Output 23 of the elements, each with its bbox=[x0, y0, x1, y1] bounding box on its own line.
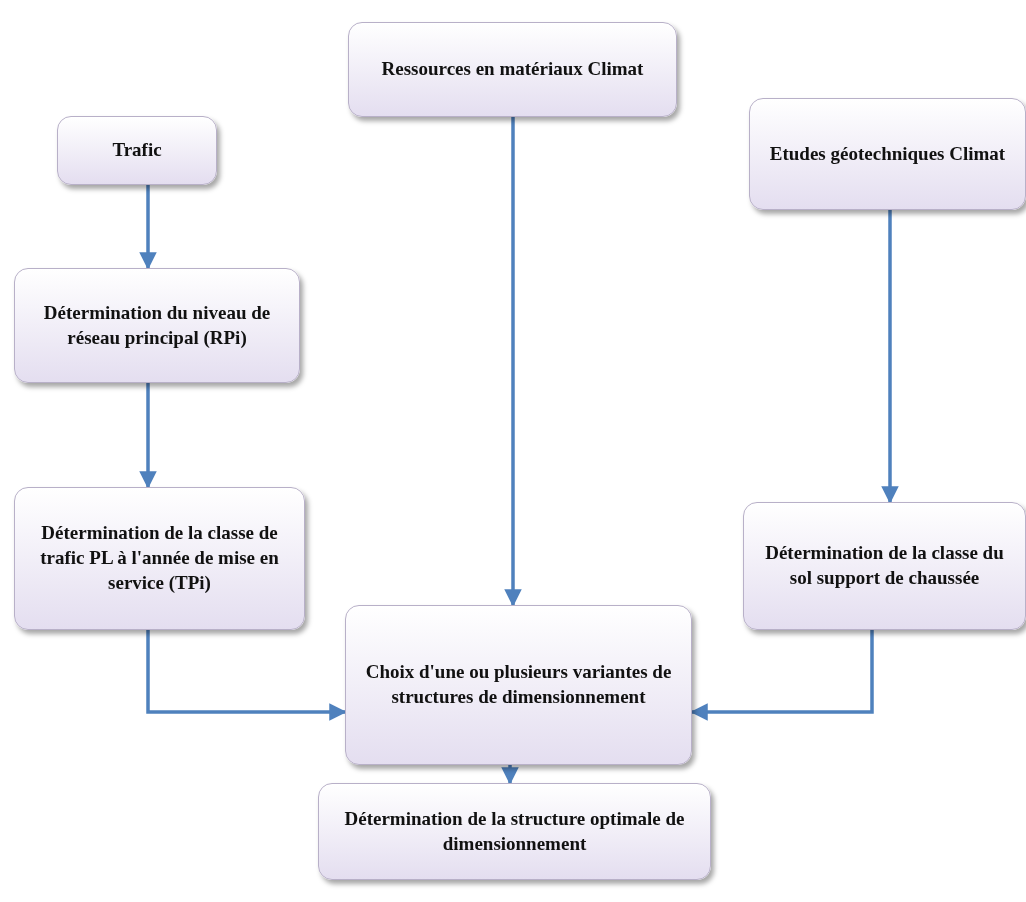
box-label: Détermination de la structure optimale de dimensionnement bbox=[343, 806, 686, 856]
box-label: Choix d'une ou plusieurs variantes de structures de dimensionnement bbox=[364, 660, 673, 709]
box-label: Détermination de la classe du sol support de chaussée bbox=[764, 541, 1005, 590]
box-label: Ressources en matériaux Climat bbox=[381, 57, 644, 82]
arrow bbox=[146, 630, 347, 721]
arrow bbox=[690, 630, 874, 721]
arrow bbox=[501, 765, 519, 785]
process-box bbox=[743, 502, 1026, 630]
process-box bbox=[14, 487, 305, 630]
box-label: Trafic bbox=[112, 138, 162, 163]
arrow bbox=[139, 185, 157, 270]
box-label: Détermination du niveau de réseau principal (RPi) bbox=[42, 300, 272, 350]
process-box bbox=[14, 268, 300, 383]
arrow bbox=[881, 210, 899, 504]
process-box bbox=[348, 22, 677, 117]
box-label: Détermination de la classe de trafic PL à l'année de mise en service (TPi) bbox=[39, 521, 280, 595]
process-box bbox=[318, 783, 711, 880]
arrow bbox=[504, 117, 522, 607]
box-label: Etudes géotechniques Climat bbox=[769, 141, 1006, 166]
process-box bbox=[345, 605, 692, 765]
arrow bbox=[139, 383, 157, 489]
process-box bbox=[57, 116, 217, 185]
process-box bbox=[749, 98, 1026, 210]
